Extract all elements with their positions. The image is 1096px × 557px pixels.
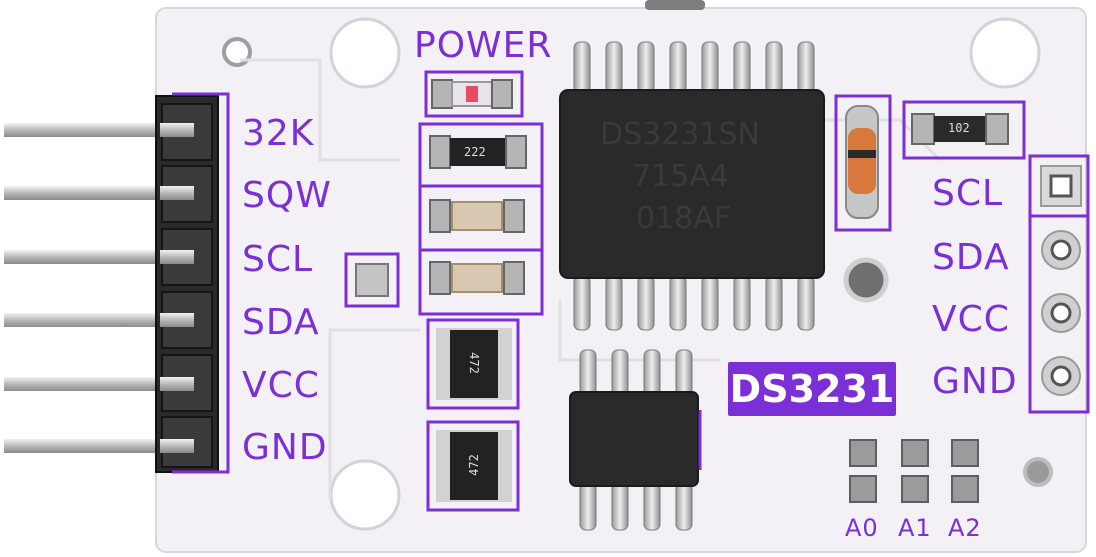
via-hole bbox=[1023, 457, 1053, 487]
via-hole bbox=[843, 257, 889, 303]
resistor-code-102: 102 bbox=[948, 121, 970, 135]
right-pin-label-gnd: GND bbox=[932, 361, 1018, 402]
eeprom-chip-legs bbox=[579, 349, 693, 531]
left-pin-label-sda: SDA bbox=[242, 302, 320, 343]
main-chip-legs bbox=[573, 41, 815, 331]
eeprom-chip-body bbox=[569, 391, 699, 487]
mounting-hole-bottom-left bbox=[329, 459, 401, 531]
main-chip-body bbox=[559, 89, 825, 279]
main-chip-marking-line-2: 715A4 bbox=[632, 159, 729, 194]
resistor-222 bbox=[429, 135, 527, 169]
address-label-a0: A0 bbox=[845, 514, 879, 542]
left-pin-label-gnd: GND bbox=[242, 427, 328, 468]
resistor-network-1 bbox=[436, 328, 512, 400]
right-pin-pads bbox=[1040, 165, 1082, 396]
capacitor-2 bbox=[429, 261, 525, 295]
module-name-badge: DS3231 bbox=[728, 362, 896, 416]
resistor-code-472-a: 472 bbox=[466, 352, 481, 374]
resistor-network-2 bbox=[436, 430, 512, 502]
resistor-code-222: 222 bbox=[464, 145, 486, 159]
main-chip-marking-line-3: 018AF bbox=[636, 201, 732, 236]
left-pin-label-scl: SCL bbox=[242, 239, 314, 280]
right-pin-label-vcc: VCC bbox=[932, 299, 1010, 340]
power-label: POWER bbox=[414, 25, 553, 66]
left-pin-label-32k: 32K bbox=[242, 113, 315, 154]
main-chip-marking-line-1: DS3231SN bbox=[600, 117, 760, 152]
left-pin-label-vcc: VCC bbox=[242, 365, 320, 406]
resistor-code-472-b: 472 bbox=[466, 454, 481, 476]
mounting-hole-top-left bbox=[329, 17, 401, 89]
diode bbox=[845, 105, 879, 219]
capacitor-1 bbox=[429, 199, 525, 233]
left-header-pins bbox=[4, 123, 194, 453]
right-pin-label-scl: SCL bbox=[932, 173, 1004, 214]
resistor-102 bbox=[911, 113, 1009, 145]
address-label-a2: A2 bbox=[948, 514, 982, 542]
address-label-a1: A1 bbox=[898, 514, 932, 542]
power-led bbox=[431, 79, 513, 109]
mounting-hole-top-right bbox=[969, 17, 1041, 89]
right-pin-label-sda: SDA bbox=[932, 237, 1010, 278]
address-jumper-pads bbox=[849, 439, 979, 503]
battery-holder-edge bbox=[645, 0, 705, 10]
left-pin-label-sqw: SQW bbox=[242, 175, 332, 216]
